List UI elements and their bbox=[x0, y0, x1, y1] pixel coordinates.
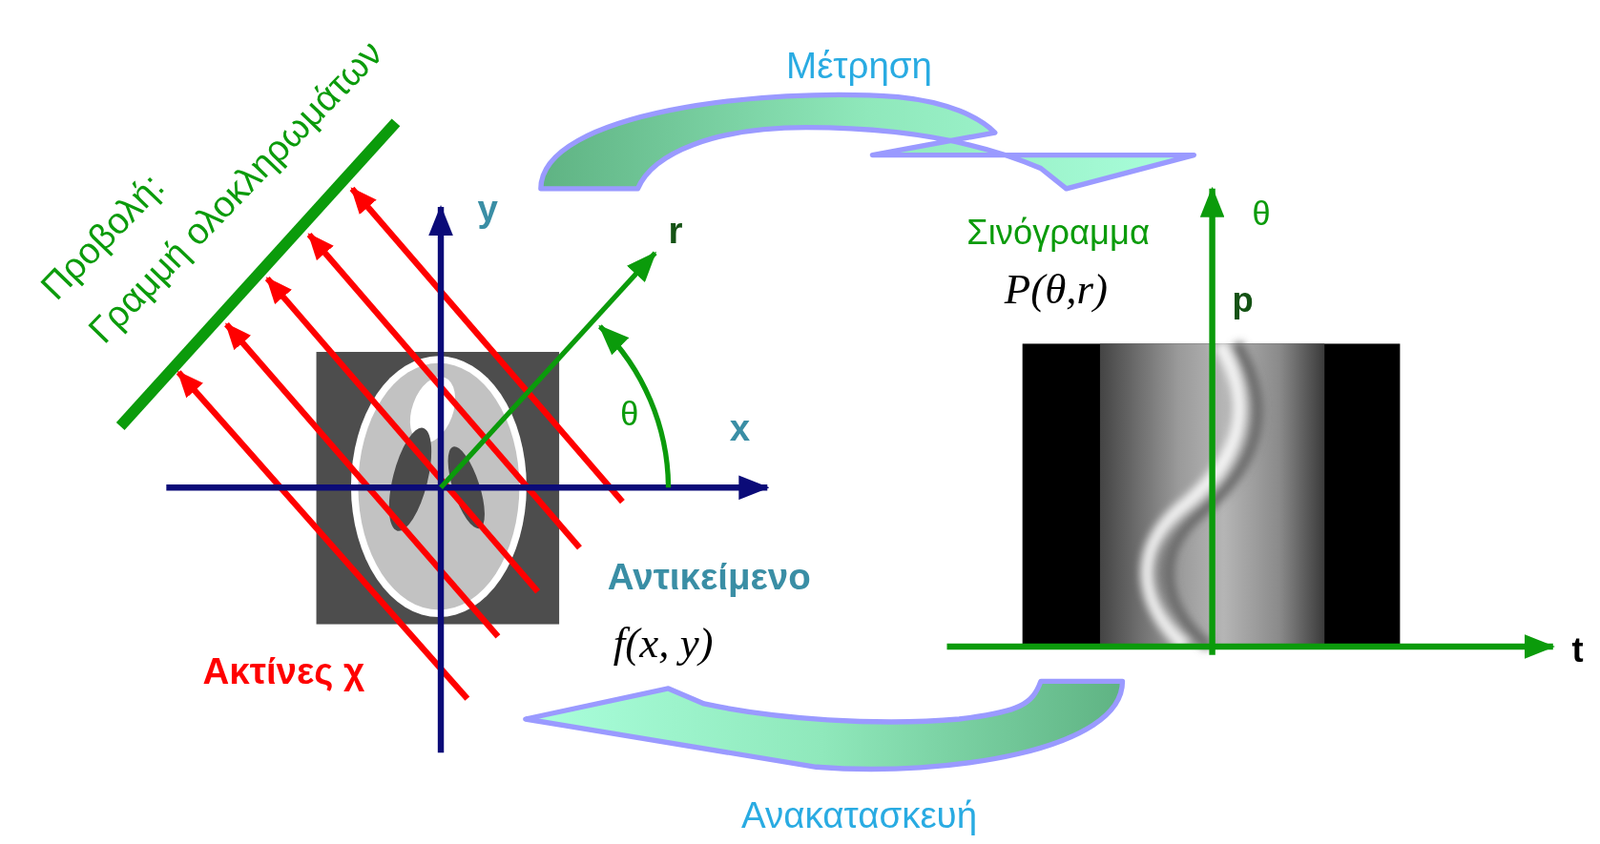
r-axis bbox=[440, 252, 656, 488]
object-function: f(x, y) bbox=[613, 619, 714, 666]
sinogram-label: Σινόγραμμα bbox=[966, 213, 1150, 252]
reconstruction-arrow bbox=[525, 681, 1123, 769]
p-axis bbox=[1208, 188, 1215, 656]
x-ray-label: Ακτίνες χ bbox=[202, 651, 365, 692]
object-label: Αντικείμενο bbox=[607, 557, 811, 598]
axis-label: t bbox=[1571, 631, 1583, 670]
measurement-label: Μέτρηση bbox=[786, 45, 933, 86]
axis-label: r bbox=[668, 210, 684, 251]
angle-label: θ bbox=[620, 396, 639, 434]
angle-arc bbox=[600, 326, 669, 488]
measurement-arrow bbox=[540, 94, 1194, 189]
angle-label: θ bbox=[1251, 197, 1270, 234]
y-axis bbox=[437, 207, 444, 753]
sinogram-function: P(θ,r) bbox=[1004, 265, 1108, 312]
x-axis bbox=[166, 484, 768, 491]
reconstruction-label: Ανακατασκευή bbox=[741, 795, 977, 836]
x-ray-arrows bbox=[178, 188, 623, 700]
axis-label: y bbox=[477, 188, 499, 229]
t-axis bbox=[947, 644, 1554, 650]
axis-label: p bbox=[1232, 282, 1254, 321]
axis-label: x bbox=[729, 408, 750, 449]
